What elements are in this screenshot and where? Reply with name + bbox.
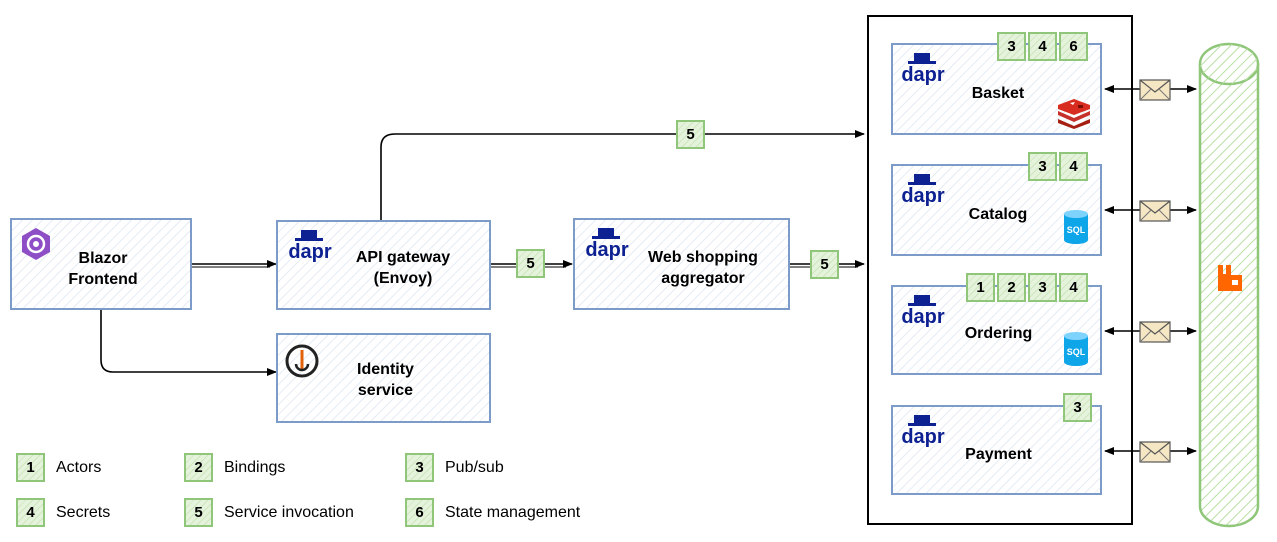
catalog-badge-1: 3 [1028, 152, 1057, 181]
sql-database-icon: SQL [1064, 332, 1088, 366]
payment-service-box[interactable]: dapr Payment [891, 405, 1102, 495]
legend-label-5: Service invocation [224, 504, 354, 521]
dapr-logo: dapr [901, 53, 945, 86]
microservices-container [867, 15, 1133, 525]
legend-label-2: Bindings [224, 459, 286, 476]
dapr-logo: dapr [585, 228, 629, 261]
identity-server-icon [285, 344, 319, 378]
rabbitmq-icon [1218, 265, 1242, 291]
service-invocation-badge-aggregator: 5 [810, 250, 839, 279]
payment-badge-1: 3 [1063, 393, 1092, 422]
envelope-icon [1139, 79, 1171, 101]
api-gateway-box[interactable]: dapr API gateway(Envoy) [276, 220, 491, 310]
basket-badge-2: 4 [1028, 32, 1057, 61]
dapr-logo: dapr [901, 415, 945, 448]
basket-badge-3: 6 [1059, 32, 1088, 61]
legend-badge-5: 5 [184, 498, 213, 527]
dapr-wordmark: dapr [901, 185, 945, 207]
redis-icon [1058, 99, 1090, 129]
legend-label-6: State management [445, 504, 581, 521]
catalog-badge-2: 4 [1059, 152, 1088, 181]
arrow-frontend-to-identity [100, 310, 277, 376]
dapr-wordmark: dapr [901, 306, 945, 328]
arrow-gateway-to-basket [380, 130, 865, 220]
ordering-badge-2: 2 [997, 273, 1026, 302]
legend-badge-2: 2 [184, 453, 213, 482]
legend-label-4: Secrets [56, 504, 111, 521]
service-invocation-badge-gateway: 5 [516, 249, 545, 278]
catalog-label: Catalog [968, 206, 1028, 223]
service-invocation-badge-top: 5 [676, 120, 705, 149]
sql-database-icon: SQL [1064, 210, 1088, 244]
ordering-badge-1: 1 [966, 273, 995, 302]
svg-text:SQL: SQL [1067, 347, 1086, 357]
legend-badge-3: 3 [405, 453, 434, 482]
ordering-badge-4: 4 [1059, 273, 1088, 302]
dapr-wordmark: dapr [901, 426, 945, 448]
dapr-logo: dapr [288, 230, 332, 263]
basket-label: Basket [971, 85, 1025, 102]
svg-text:SQL: SQL [1067, 225, 1086, 235]
ordering-badge-3: 3 [1028, 273, 1057, 302]
catalog-service-box[interactable]: dapr Catalog SQL [891, 164, 1102, 256]
gateway-label: API gateway(Envoy) [355, 249, 451, 287]
basket-service-box[interactable]: dapr Basket [891, 43, 1102, 135]
ordering-label: Ordering [964, 325, 1033, 342]
basket-badge-1: 3 [997, 32, 1026, 61]
legend-label-1: Actors [56, 459, 102, 476]
legend-badge-6: 6 [405, 498, 434, 527]
message-bus-cylinder[interactable] [1196, 40, 1262, 530]
dapr-logo: dapr [901, 174, 945, 207]
legend-badge-4: 4 [16, 498, 45, 527]
legend-label-3: Pub/sub [445, 459, 504, 476]
envelope-icon [1139, 200, 1171, 222]
envelope-icon [1139, 321, 1171, 343]
payment-label: Payment [965, 446, 1032, 463]
dapr-wordmark: dapr [288, 241, 332, 263]
envelope-icon [1139, 441, 1171, 463]
legend-badge-1: 1 [16, 453, 45, 482]
blazor-icon [22, 228, 50, 260]
dapr-wordmark: dapr [901, 64, 945, 86]
dapr-logo: dapr [901, 295, 945, 328]
dapr-wordmark: dapr [585, 239, 629, 261]
